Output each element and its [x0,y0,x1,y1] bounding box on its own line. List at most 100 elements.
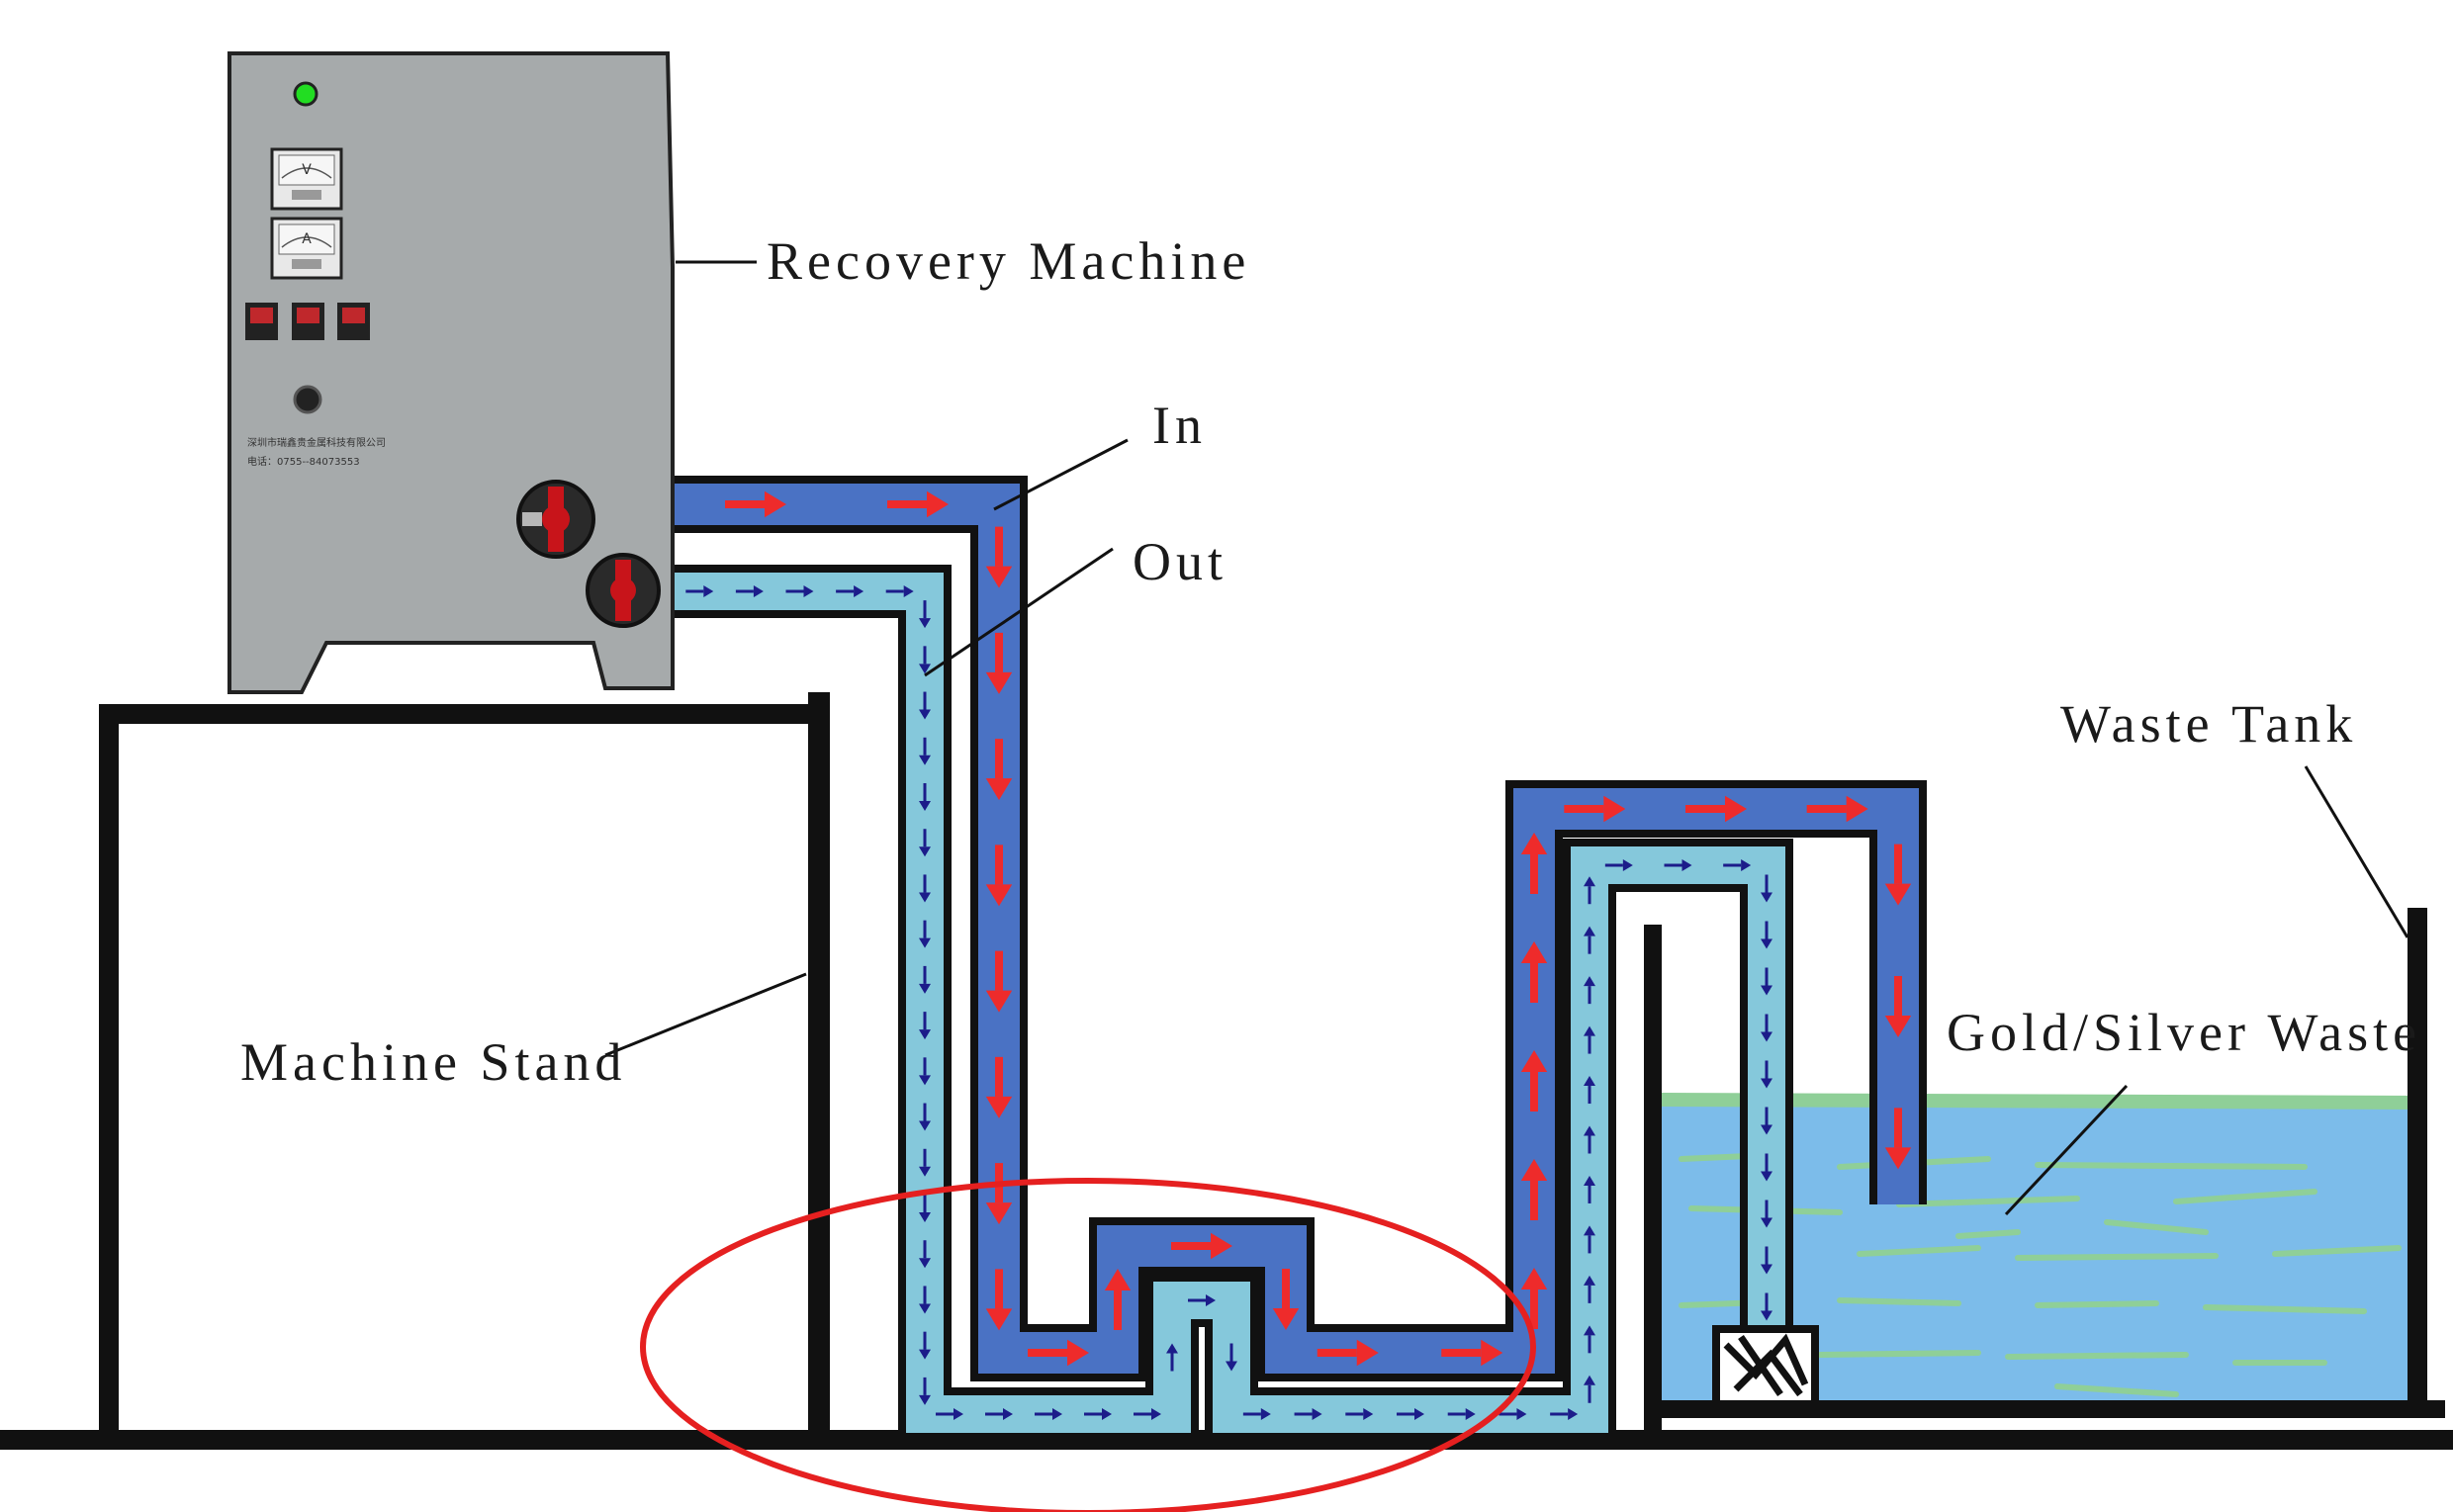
gauge-unit-a: A [302,231,312,247]
out-flow-arrow [1584,1375,1595,1403]
label-waste-tank: Waste Tank [2060,694,2357,754]
out-flow-arrow [1499,1408,1527,1420]
out-flow-arrow [1723,859,1752,871]
out-flow-arrow [1584,1275,1595,1303]
machine-company-text: 深圳市瑞鑫贵金属科技有限公司 [247,436,386,449]
liquid-streak [2035,1162,2308,1170]
liquid-streak [1837,1297,1961,1306]
leader-out [924,547,1114,677]
out-flow-arrow [919,737,931,765]
liquid-streak [2015,1253,2219,1261]
out-flow-arrow [1761,1292,1772,1321]
in-flow-arrow [1564,795,1626,823]
label-recovery-machine: Recovery Machine [767,231,1250,291]
out-flow-arrow [1188,1294,1216,1306]
in-flow-arrow [1884,1108,1912,1170]
leader-in [993,438,1129,511]
in-flow-arrow [1685,795,1747,823]
waste-tank [1644,908,2445,1438]
out-flow-arrow [1584,876,1595,905]
highlight-ellipse [640,1178,1536,1512]
leader-machine-stand [604,972,807,1057]
out-flow-arrow [936,1408,963,1420]
out-flow-arrow [1664,859,1692,871]
out-flow-arrow [1550,1408,1579,1420]
in-flow-arrow [985,526,1013,588]
liquid-streak [1896,1196,2080,1207]
in-flow-arrows [725,490,1912,1367]
out-flow-arrow [919,1240,931,1269]
knob-icon [293,385,322,414]
in-flow-arrow [1520,1159,1548,1220]
liquid-streak [1857,1245,1981,1257]
in-flow-arrow [1317,1339,1379,1367]
out-flow-arrow [919,1103,931,1131]
liquid-streak [1955,1229,2021,1239]
liquid-streak [2035,1300,2159,1308]
in-flow-arrow [725,490,786,518]
out-flow-arrow [1294,1408,1322,1420]
out-flow-arrow [1166,1343,1178,1372]
out-flow-arrow [919,691,931,720]
out-flow-arrow [919,920,931,948]
ammeter-icon: A [270,217,343,280]
out-flow-arrow [785,585,814,597]
out-flow-arrow [1761,874,1772,903]
out-flow-arrow [1761,1060,1772,1089]
out-flow-arrow [1584,1076,1595,1105]
in-flow-arrow [985,1056,1013,1118]
out-flow-arrow [1084,1408,1112,1420]
out-flow-arrow [1584,976,1595,1005]
liquid-streak [2104,1219,2209,1235]
out-flow-arrow [1584,1175,1595,1203]
in-flow-arrow [1520,1050,1548,1112]
out-flow-arrow [1345,1408,1374,1420]
out-flow-arrow [1134,1408,1161,1420]
out-flow-arrow [1447,1408,1476,1420]
out-flow-arrow [919,1331,931,1360]
filter-box-icon [1712,1325,1819,1408]
liquid-streak [1817,1350,1981,1358]
out-flow-arrow [1584,1025,1595,1054]
recovery-machine: V A 深圳市瑞鑫贵金属科技有限公司 电话：0755--84073553 [227,51,675,694]
in-flow-arrow [1520,833,1548,894]
in-flow-arrow [985,845,1013,907]
out-flow-arrow [919,829,931,857]
out-flow-arrow [1584,926,1595,954]
liquid-streak [2005,1352,2189,1360]
outlet-valve-icon [586,553,661,628]
label-out: Out [1133,532,1227,591]
machine-phone-text: 电话：0755--84073553 [247,455,360,468]
out-flow-arrow [919,1286,931,1314]
in-flow-arrow [1884,844,1912,906]
out-flow-arrow [1761,967,1772,996]
out-flow-arrow [1584,1125,1595,1154]
in-flow-arrow [1884,976,1912,1037]
status-light-icon [293,81,318,107]
out-flow-arrow [1761,1107,1772,1135]
liquid-streak [2203,1304,2367,1314]
liquid-streak [2054,1383,2179,1397]
inlet-valve-icon [516,480,595,559]
out-flow-arrow [919,1377,931,1405]
out-flow-arrow [919,646,931,674]
out-flow-arrow [1242,1408,1271,1420]
out-flow-arrow [836,585,864,597]
out-flow-arrow [685,585,714,597]
out-flow-arrow [1761,1014,1772,1042]
out-flow-arrow [985,1408,1013,1420]
out-flow-arrow [1226,1343,1237,1372]
out-flow-arrow [919,1012,931,1040]
in-flow-arrow [985,950,1013,1013]
machine-stand [99,692,830,1438]
out-flow-arrow [1584,1325,1595,1354]
out-flow-arrow [1035,1408,1062,1420]
in-flow-arrow [985,632,1013,694]
label-gold-silver-waste: Gold/Silver Waste [1947,1003,2421,1062]
out-flow-arrow [1604,859,1633,871]
out-flow-arrow [919,600,931,629]
in-flow-arrow [985,739,1013,801]
out-flow-arrow [885,585,914,597]
out-flow-arrow [919,1148,931,1177]
out-flow-arrow [1397,1408,1424,1420]
